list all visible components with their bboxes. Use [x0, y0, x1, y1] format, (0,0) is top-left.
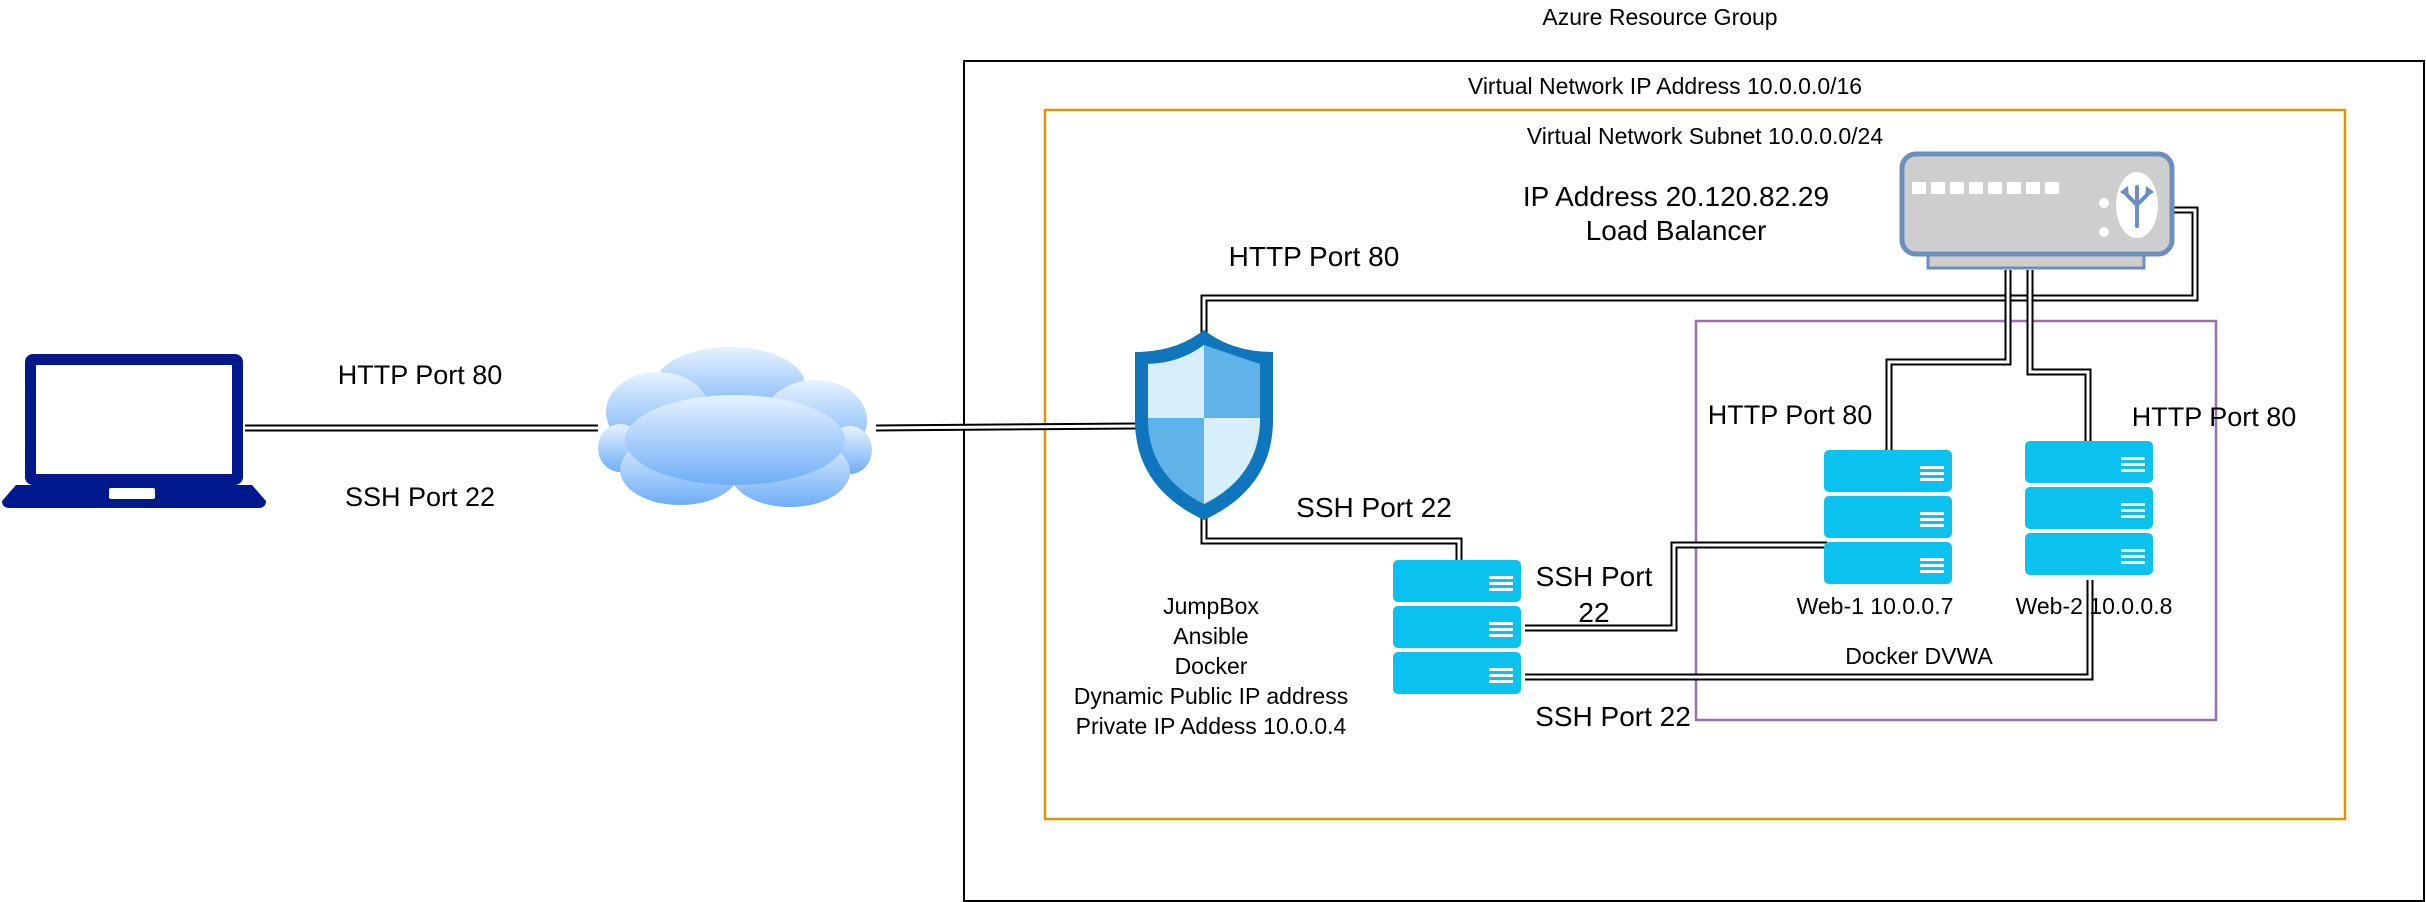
jumpbox-line: JumpBox — [1163, 593, 1259, 619]
jumpbox-web2-ssh-label: SSH Port 22 — [1535, 701, 1691, 732]
cloud-icon — [598, 347, 872, 507]
connectors — [245, 206, 2199, 681]
docker-group-label: Docker DVWA — [1845, 643, 1993, 669]
link-cloud-firewall — [875, 422, 1137, 432]
firewall-http-label: HTTP Port 80 — [1229, 241, 1400, 272]
link-jumpbox-web2 — [1525, 580, 2094, 681]
vnet-label: Virtual Network IP Address 10.0.0.0/16 — [1468, 73, 1862, 99]
client-http-label: HTTP Port 80 — [338, 360, 503, 390]
jumpbox-line: Dynamic Public IP address — [1074, 683, 1348, 709]
shield-icon — [1135, 330, 1273, 520]
link-loadbalancer-web1 — [1885, 270, 2012, 452]
jumpbox-web1-ssh-label-line1: SSH Port — [1536, 561, 1653, 592]
jumpbox-description: JumpBox Ansible Docker Dynamic Public IP… — [1074, 593, 1348, 739]
web1-http-label: HTTP Port 80 — [1708, 400, 1873, 430]
link-jumpbox-web1 — [1525, 541, 1827, 632]
jumpbox-web1-ssh-label-line2: 22 — [1578, 597, 1609, 628]
subnet-box — [1043, 108, 2347, 821]
subnet-label: Virtual Network Subnet 10.0.0.0/24 — [1527, 123, 1884, 149]
docker-group-box — [1694, 319, 2218, 722]
laptop-icon — [2, 354, 266, 508]
client-ssh-label: SSH Port 22 — [345, 482, 495, 512]
resource-group-box — [963, 60, 2425, 902]
link-loadbalancer-web2 — [2026, 270, 2092, 443]
jumpbox-line: Ansible — [1173, 623, 1248, 649]
server-icon — [1824, 450, 1952, 584]
jumpbox-line: Private IP Addess 10.0.0.4 — [1076, 713, 1347, 739]
server-icon — [1393, 560, 1521, 694]
web2-http-label: HTTP Port 80 — [2132, 402, 2297, 432]
link-firewall-loadbalancer — [1200, 206, 2199, 335]
server-icon — [2025, 441, 2153, 575]
link-firewall-jumpbox — [1200, 505, 1463, 563]
web2-label: Web-2 10.0.0.8 — [2016, 593, 2173, 619]
load-balancer-name-label: Load Balancer — [1586, 215, 1767, 246]
resource-group-label: Azure Resource Group — [1542, 4, 1777, 30]
load-balancer-ip-label: IP Address 20.120.82.29 — [1523, 181, 1829, 212]
firewall-ssh-label: SSH Port 22 — [1296, 492, 1452, 523]
load-balancer-icon — [1899, 151, 2175, 270]
jumpbox-line: Docker — [1175, 653, 1248, 679]
web1-label: Web-1 10.0.0.7 — [1797, 593, 1954, 619]
